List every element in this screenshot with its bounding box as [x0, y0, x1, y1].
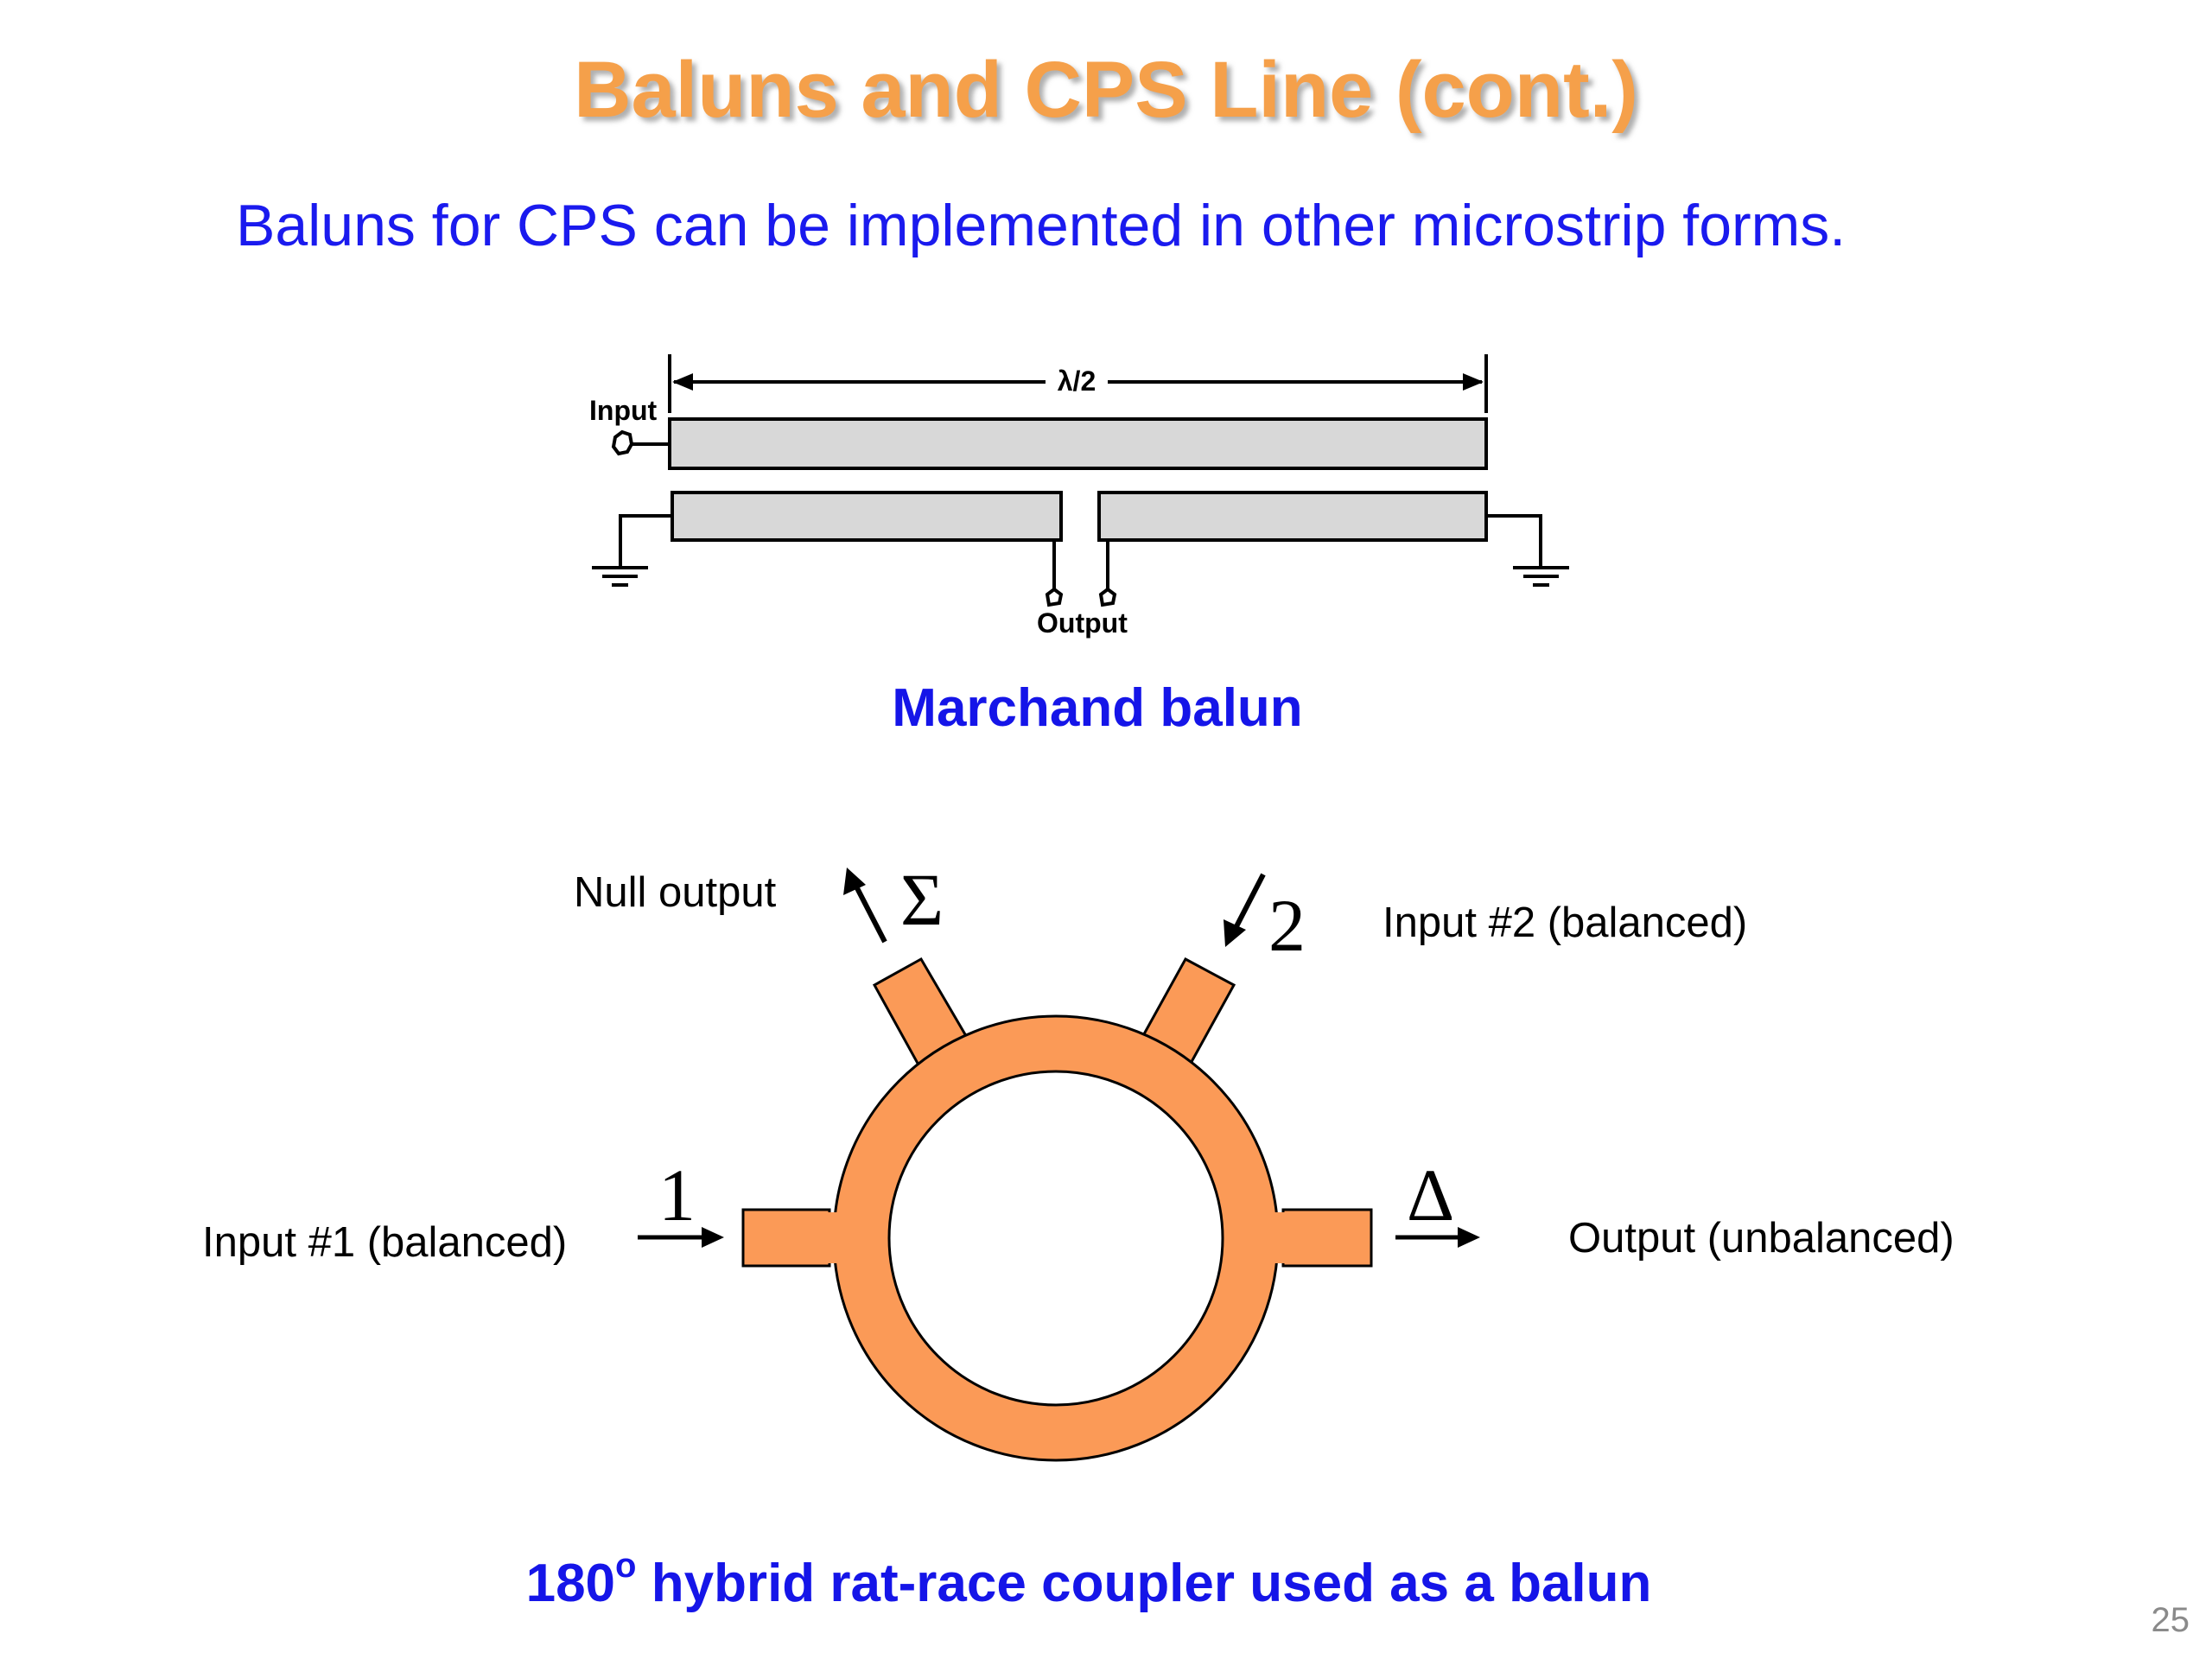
null-output-label: Null output: [574, 869, 777, 916]
ratrace-caption-degree: o: [615, 1547, 637, 1585]
slide-title: Baluns and CPS Line (cont.): [574, 46, 1638, 134]
left-coupled-strip: [671, 491, 1063, 542]
ground-icon-right: [1486, 514, 1569, 587]
port-1-stub: [741, 1208, 831, 1268]
input1-label: Input #1 (balanced): [202, 1219, 568, 1266]
output-terminal-right-icon: [1098, 587, 1117, 607]
output-label: Output: [1037, 607, 1128, 639]
input-terminal-icon: [611, 429, 634, 456]
port-sigma-stub: [872, 957, 971, 1071]
port-2-arrow-icon: [1224, 873, 1266, 947]
port-2-symbol: 2: [1268, 884, 1306, 967]
input2-label: Input #2 (balanced): [1382, 899, 1748, 946]
dimension-arrow-right: [1463, 373, 1484, 391]
ratrace-ring-inner: [887, 1070, 1224, 1407]
ground-icon-left: [592, 514, 672, 587]
output-terminal-left-icon: [1045, 587, 1064, 607]
port-1-symbol: 1: [658, 1154, 696, 1236]
port-1-arrow-icon: [638, 1227, 724, 1248]
output-unbalanced-label: Output (unbalanced): [1568, 1215, 1955, 1262]
dimension-label: λ/2: [1058, 365, 1096, 397]
port-delta-stub: [1281, 1208, 1373, 1268]
port-delta-symbol: Δ: [1407, 1154, 1454, 1236]
ratrace-caption-text: hybrid rat-race coupler used as a balun: [636, 1554, 1652, 1613]
port-delta-arrow-icon: [1395, 1227, 1480, 1248]
port-sigma-symbol: Σ: [900, 858, 944, 941]
ratrace-ring: [832, 1014, 1280, 1462]
port-2-stub: [1138, 957, 1236, 1071]
slide-subtitle: Baluns for CPS can be implemented in oth…: [236, 193, 1847, 258]
ratrace-caption-number: 180: [525, 1554, 616, 1613]
right-coupled-strip: [1097, 491, 1488, 542]
dimension-arrow-left: [672, 373, 693, 391]
dimension-line: [668, 354, 1488, 413]
page-number: 25: [2151, 1601, 2190, 1639]
port-sigma-arrow-icon: [843, 868, 887, 944]
marchand-caption: Marchand balun: [892, 678, 1303, 738]
input-label: Input: [589, 395, 658, 426]
ratrace-caption: 180o hybrid rat-race coupler used as a b…: [0, 1547, 2195, 1614]
input-strip: [668, 417, 1488, 470]
